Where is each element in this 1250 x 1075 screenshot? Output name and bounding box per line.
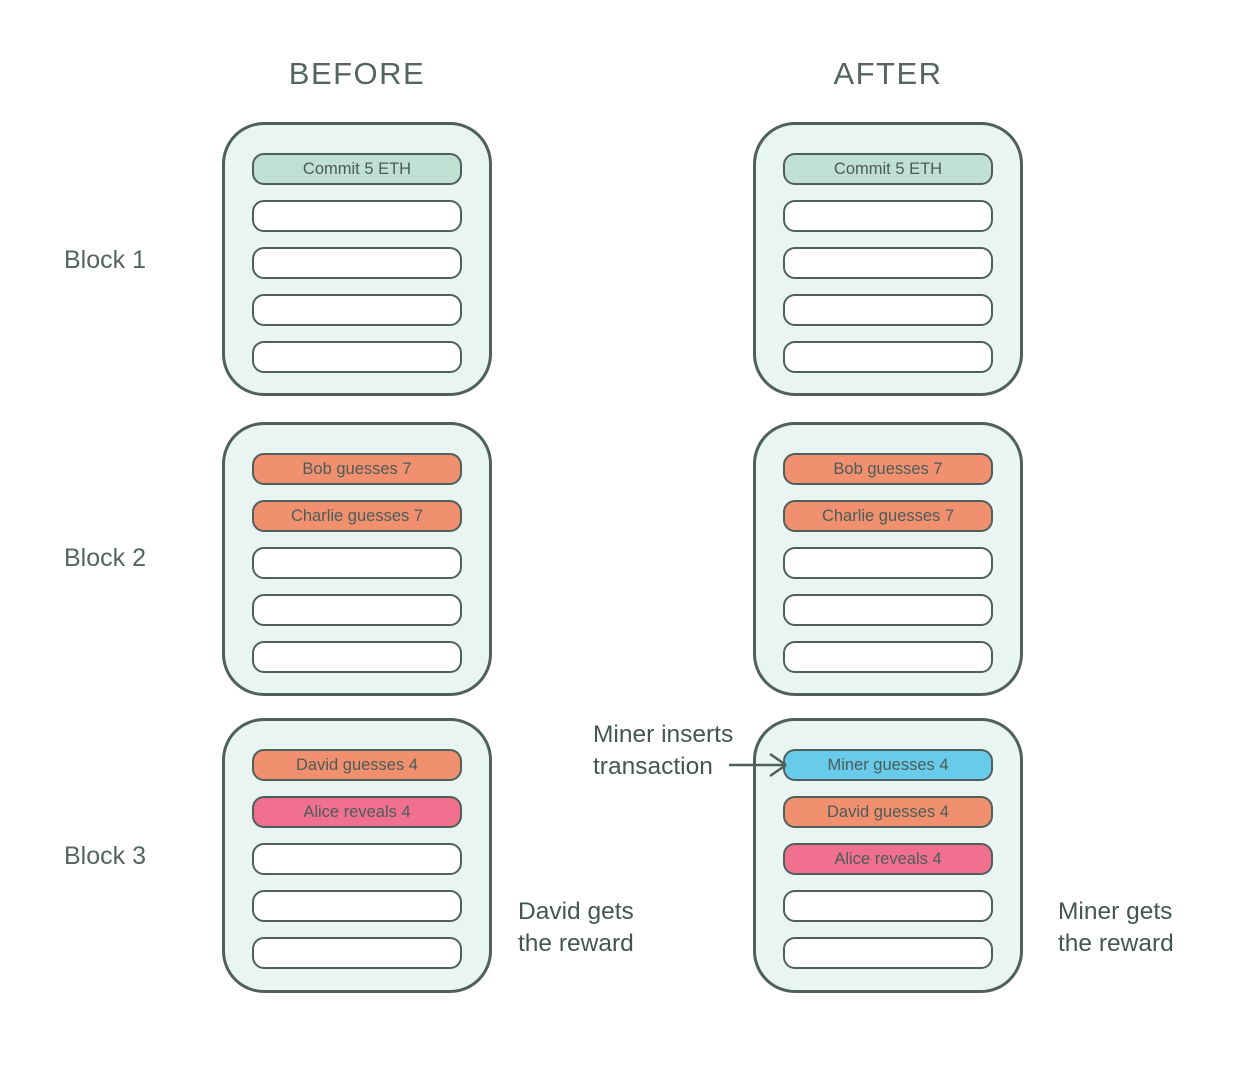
empty-slot xyxy=(783,937,993,969)
before-block-2: Bob guesses 7 Charlie guesses 7 xyxy=(222,422,492,696)
tx-pill-guess: David guesses 4 xyxy=(252,749,462,781)
empty-slot xyxy=(252,247,462,279)
tx-pill-commit: Commit 5 ETH xyxy=(252,153,462,185)
tx-pill-reveal: Alice reveals 4 xyxy=(252,796,462,828)
empty-slot xyxy=(783,247,993,279)
after-block-3: Miner guesses 4 David guesses 4 Alice re… xyxy=(753,718,1023,993)
after-block-2: Bob guesses 7 Charlie guesses 7 xyxy=(753,422,1023,696)
david-reward-line1: David gets xyxy=(518,898,634,925)
empty-slot xyxy=(252,641,462,673)
david-reward-annotation: David gets the reward xyxy=(518,896,634,960)
empty-slot xyxy=(252,843,462,875)
tx-pill-guess: Charlie guesses 7 xyxy=(252,500,462,532)
tx-pill-guess: Bob guesses 7 xyxy=(252,453,462,485)
empty-slot xyxy=(252,594,462,626)
empty-slot xyxy=(783,294,993,326)
miner-reward-line1: Miner gets xyxy=(1058,898,1173,925)
empty-slot xyxy=(783,341,993,373)
miner-reward-annotation: Miner gets the reward xyxy=(1058,896,1174,960)
empty-slot xyxy=(783,547,993,579)
miner-inserts-line1: Miner inserts xyxy=(593,721,734,748)
before-block-1: Commit 5 ETH xyxy=(222,122,492,396)
empty-slot xyxy=(783,890,993,922)
empty-slot xyxy=(783,200,993,232)
empty-slot xyxy=(252,294,462,326)
david-reward-line2: the reward xyxy=(518,930,634,957)
miner-inserts-annotation: Miner inserts transaction xyxy=(593,719,733,783)
block-3-label: Block 3 xyxy=(64,842,146,870)
before-block-3: David guesses 4 Alice reveals 4 xyxy=(222,718,492,993)
right-arrow-icon xyxy=(729,752,787,778)
empty-slot xyxy=(252,341,462,373)
block-1-label: Block 1 xyxy=(64,246,146,274)
tx-pill-reveal: Alice reveals 4 xyxy=(783,843,993,875)
empty-slot xyxy=(783,641,993,673)
tx-pill-guess: Charlie guesses 7 xyxy=(783,500,993,532)
before-column-title: BEFORE xyxy=(288,56,426,91)
empty-slot xyxy=(252,200,462,232)
miner-inserts-line2: transaction xyxy=(593,753,713,780)
tx-pill-guess: David guesses 4 xyxy=(783,796,993,828)
after-column-title: AFTER xyxy=(833,56,943,91)
block-2-label: Block 2 xyxy=(64,544,146,572)
tx-pill-commit: Commit 5 ETH xyxy=(783,153,993,185)
tx-pill-guess: Bob guesses 7 xyxy=(783,453,993,485)
empty-slot xyxy=(252,547,462,579)
empty-slot xyxy=(252,937,462,969)
empty-slot xyxy=(252,890,462,922)
after-block-1: Commit 5 ETH xyxy=(753,122,1023,396)
empty-slot xyxy=(783,594,993,626)
tx-pill-miner: Miner guesses 4 xyxy=(783,749,993,781)
miner-reward-line2: the reward xyxy=(1058,930,1174,957)
